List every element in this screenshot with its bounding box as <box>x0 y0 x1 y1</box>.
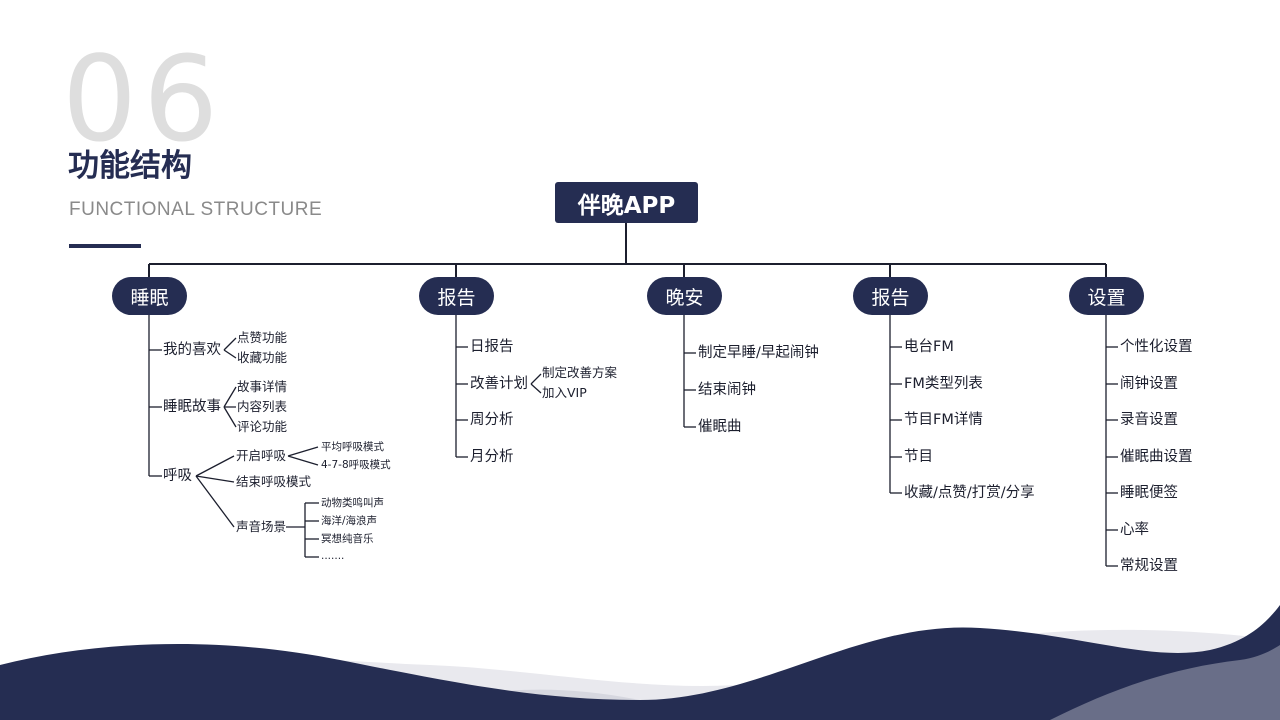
leaf-animal-sounds: 动物类鸣叫声 <box>321 497 384 509</box>
page-title: 功能结构 <box>68 148 192 184</box>
section-number: 06 <box>62 30 225 168</box>
node-fm-type-list: FM类型列表 <box>904 376 983 392</box>
leaf-478-breathing: 4-7-8呼吸模式 <box>321 459 391 471</box>
node-monthly-analysis: 月分析 <box>470 449 514 465</box>
node-my-likes: 我的喜欢 <box>163 342 221 358</box>
wave-light-overlay <box>1050 645 1280 720</box>
node-general-settings: 常规设置 <box>1120 558 1178 574</box>
node-start-breathing: 开启呼吸 <box>236 448 287 463</box>
node-lullaby: 催眠曲 <box>698 419 742 435</box>
branch-goodnight: 晚安 <box>647 277 722 315</box>
node-end-alarm: 结束闹钟 <box>698 382 756 398</box>
page-subtitle: FUNCTIONAL STRUCTURE <box>69 199 323 220</box>
node-daily-report: 日报告 <box>470 339 514 355</box>
node-breathing: 呼吸 <box>163 468 192 484</box>
node-set-alarm: 制定早睡/早起闹钟 <box>698 345 819 361</box>
node-program: 节目 <box>904 449 933 465</box>
title-underline <box>69 244 141 248</box>
node-sleep-stories: 睡眠故事 <box>163 399 221 415</box>
leaf-meditation-music: 冥想纯音乐 <box>321 533 374 545</box>
branch-report-2: 报告 <box>853 277 928 315</box>
node-heart-rate: 心率 <box>1120 522 1149 538</box>
node-weekly-analysis: 周分析 <box>470 412 514 428</box>
node-end-breathing: 结束呼吸模式 <box>236 474 312 489</box>
node-sound-scene: 声音场景 <box>236 519 287 534</box>
branch-report: 报告 <box>419 277 494 315</box>
node-improvement-plan: 改善计划 <box>470 376 528 392</box>
leaf-ocean-sounds: 海洋/海浪声 <box>321 515 378 527</box>
leaf-make-plan: 制定改善方案 <box>542 365 618 380</box>
branch-sleep: 睡眠 <box>112 277 187 315</box>
root-node: 伴晚APP <box>555 182 698 223</box>
leaf-like-function: 点赞功能 <box>237 330 288 345</box>
branch-settings: 设置 <box>1069 277 1144 315</box>
node-recording-settings: 录音设置 <box>1120 412 1178 428</box>
node-lullaby-settings: 催眠曲设置 <box>1120 449 1193 465</box>
node-program-fm-detail: 节目FM详情 <box>904 412 983 428</box>
leaf-comment-function: 评论功能 <box>237 419 288 434</box>
leaf-favorite-function: 收藏功能 <box>237 350 288 365</box>
node-personal-settings: 个性化设置 <box>1120 339 1193 355</box>
node-alarm-settings: 闹钟设置 <box>1120 376 1178 392</box>
node-collect-like-share: 收藏/点赞/打赏/分享 <box>904 485 1035 501</box>
leaf-ellipsis: ....... <box>321 550 345 562</box>
leaf-content-list: 内容列表 <box>237 399 288 414</box>
node-radio-fm: 电台FM <box>904 339 954 355</box>
leaf-story-detail: 故事详情 <box>237 379 288 394</box>
leaf-join-vip: 加入VIP <box>542 385 587 400</box>
leaf-average-breathing: 平均呼吸模式 <box>321 441 384 453</box>
wave-navy <box>0 605 1280 720</box>
node-sleep-notes: 睡眠便签 <box>1120 485 1178 501</box>
